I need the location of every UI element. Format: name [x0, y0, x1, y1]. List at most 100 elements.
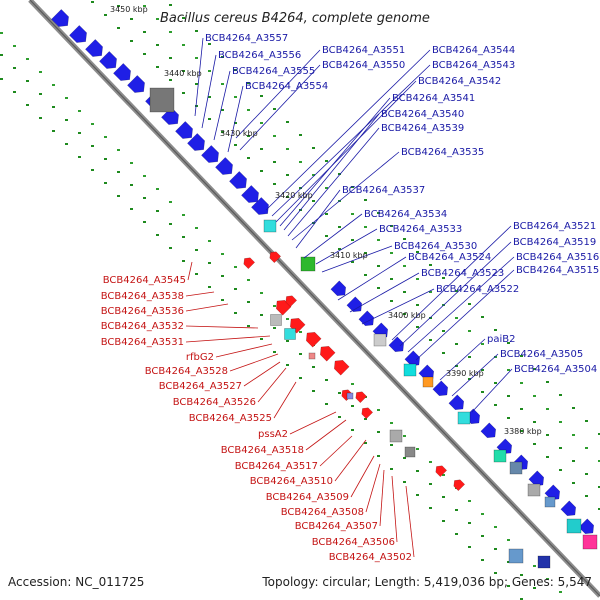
- guide-dot: [572, 434, 575, 436]
- guide-dot: [286, 196, 289, 198]
- guide-dot: [416, 448, 419, 450]
- forward-gene-label: BCB4264_A3533: [379, 224, 462, 235]
- guide-dot: [377, 239, 380, 241]
- guide-dot: [182, 17, 185, 19]
- leader-line: [291, 151, 400, 241]
- guide-dot: [91, 1, 94, 3]
- guide-dot: [221, 131, 224, 133]
- gene-arrow: [113, 63, 131, 81]
- gene-block: [403, 363, 417, 377]
- guide-dot: [481, 535, 484, 537]
- guide-dot: [247, 325, 250, 327]
- guide-dot: [156, 188, 159, 190]
- forward-gene-label: BCB4264_A3551: [322, 45, 405, 56]
- guide-dot: [572, 482, 575, 484]
- guide-dot: [234, 96, 237, 98]
- guide-dot: [546, 381, 549, 383]
- label-leader-lines: [185, 37, 515, 558]
- gene-arrow: [127, 75, 145, 93]
- gene-arrow: [435, 465, 448, 478]
- guide-dot: [481, 316, 484, 318]
- guide-dot: [390, 300, 393, 302]
- leader-line: [289, 411, 337, 435]
- guide-dot: [273, 108, 276, 110]
- reverse-gene-label: BCB4264_A3528: [145, 366, 228, 377]
- gene-arrow: [161, 107, 179, 125]
- guide-dot: [403, 238, 406, 240]
- guide-dot: [117, 5, 120, 7]
- guide-dot: [377, 287, 380, 289]
- guide-dot: [39, 71, 42, 73]
- reverse-gene-label: BCB4264_A3510: [250, 476, 333, 487]
- guide-dot: [533, 395, 536, 397]
- guide-dot: [104, 14, 107, 16]
- guide-dot: [91, 145, 94, 147]
- topology-text: Topology: circular; Length: 5,419,036 bp…: [261, 575, 592, 589]
- guide-dot: [104, 158, 107, 160]
- gene-block: [544, 496, 556, 508]
- guide-dot: [403, 291, 406, 293]
- leader-line: [451, 353, 499, 397]
- guide-dot: [221, 83, 224, 85]
- leader-line: [415, 269, 515, 361]
- forward-gene-label: BCB4264_A3535: [401, 147, 484, 158]
- guide-dot: [377, 455, 380, 457]
- reverse-gene-label: pssA2: [258, 429, 288, 440]
- guide-dot: [273, 305, 276, 307]
- forward-gene-label: BCB4264_A3541: [392, 93, 475, 104]
- gene-block: [308, 352, 316, 360]
- guide-dot: [559, 394, 562, 396]
- leader-line: [334, 439, 367, 482]
- guide-dot: [377, 409, 380, 411]
- guide-dot: [533, 368, 536, 370]
- leader-line: [391, 475, 398, 543]
- guide-dot: [260, 122, 263, 124]
- guide-dot: [130, 18, 133, 20]
- position-tick-label: 3430 kbp: [220, 129, 258, 138]
- guide-dot: [143, 197, 146, 199]
- guide-dot: [377, 212, 380, 214]
- guide-dot: [390, 468, 393, 470]
- guide-dot: [598, 508, 600, 510]
- guide-dot: [247, 279, 250, 281]
- reverse-gene-label: BCB4264_A3538: [101, 291, 184, 302]
- gene-arrow: [453, 479, 466, 492]
- guide-dot: [507, 342, 510, 344]
- guide-dot: [234, 312, 237, 314]
- guide-dot: [117, 149, 120, 151]
- guide-dot: [208, 118, 211, 120]
- leader-line: [213, 70, 231, 141]
- forward-gene-label: BCB4264_A3524: [408, 252, 491, 263]
- leader-line: [185, 325, 259, 329]
- guide-dot: [598, 460, 600, 462]
- position-tick-label: 3420 kbp: [275, 191, 313, 200]
- leader-line: [365, 463, 381, 513]
- guide-dot: [117, 171, 120, 173]
- guide-dot: [143, 221, 146, 223]
- guide-dot: [533, 565, 536, 567]
- position-tick-label: 3440 kbp: [164, 69, 202, 78]
- guide-dot: [429, 461, 432, 463]
- gene-block: [509, 461, 523, 475]
- leader-line: [471, 368, 513, 413]
- guide-dot: [26, 80, 29, 82]
- guide-dot: [429, 339, 432, 341]
- guide-dot: [364, 274, 367, 276]
- guide-dot: [455, 290, 458, 292]
- guide-dot: [143, 53, 146, 55]
- forward-gene-label: BCB4264_A3555: [232, 66, 315, 77]
- leader-line: [243, 361, 281, 387]
- guide-dot: [364, 418, 367, 420]
- reverse-gene-label: BCB4264_A3525: [189, 413, 272, 424]
- forward-gene-label: BCB4264_A3521: [513, 221, 596, 232]
- guide-dot: [143, 31, 146, 33]
- guide-dot: [494, 356, 497, 358]
- leader-line: [279, 97, 391, 227]
- gene-block: [389, 429, 403, 443]
- reverse-gene-label: BCB4264_A3507: [295, 521, 378, 532]
- gene-arrow: [320, 346, 336, 362]
- guide-dot: [130, 208, 133, 210]
- forward-gene-label: BCB4264_A3542: [418, 76, 501, 87]
- gene-block: [537, 555, 551, 569]
- leader-line: [405, 485, 415, 558]
